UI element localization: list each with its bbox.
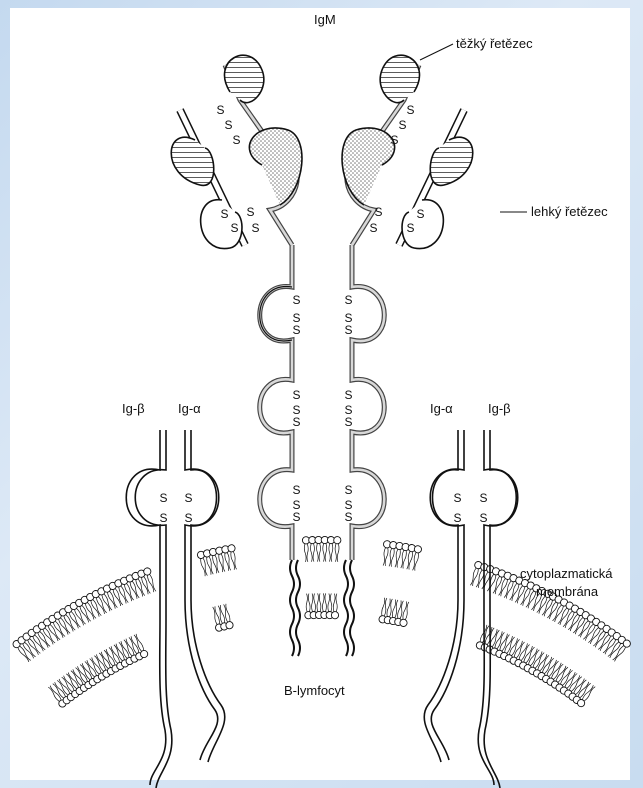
disulfide-s: S [293, 293, 301, 307]
lipid-outer [518, 581, 535, 607]
disulfide-s: S [370, 221, 378, 235]
disulfide-s: S [252, 221, 260, 235]
membrane-label-line1: cytoplazmatická [520, 566, 613, 581]
ig-beta-right [478, 430, 518, 788]
disulfide-s: S [293, 483, 301, 497]
heavy-chain-vh-left [224, 55, 263, 102]
lipid-outer [333, 536, 341, 561]
ig-alpha-left [185, 430, 225, 762]
disulfide-s: S [345, 510, 353, 524]
disulfide-s: S [160, 491, 168, 505]
disulfide-s: S [185, 491, 193, 505]
light-chain-label: lehký řetězec [531, 204, 608, 219]
disulfide-s: S [160, 511, 168, 525]
ig-alpha-right-label: Ig-α [430, 401, 453, 416]
disulfide-s: S [391, 133, 399, 147]
disulfide-s: S [293, 510, 301, 524]
disulfide-s: S [375, 205, 383, 219]
disulfide-s: S [407, 221, 415, 235]
ig-alpha-left-label: Ig-α [178, 401, 201, 416]
disulfide-s: S [225, 118, 233, 132]
disulfide-s: S [345, 483, 353, 497]
cell-label: B-lymfocyt [284, 683, 345, 698]
membrane-label-line2: membrána [536, 584, 599, 599]
disulfide-s: S [345, 293, 353, 307]
heavy-chain-label: těžký řetězec [456, 36, 533, 51]
disulfide-s: S [480, 511, 488, 525]
disulfide-s: S [454, 511, 462, 525]
disulfide-s: S [345, 323, 353, 337]
ig-beta-left-label: Ig-β [122, 401, 145, 416]
disulfide-s: S [185, 511, 193, 525]
disulfide-s: S [407, 103, 415, 117]
lipid-outer [468, 561, 483, 587]
igm-label: IgM [314, 12, 336, 27]
disulfide-s: S [221, 207, 229, 221]
disulfide-s: S [345, 388, 353, 402]
disulfide-s: S [293, 415, 301, 429]
disulfide-s: S [231, 221, 239, 235]
ig-alpha-right [424, 430, 464, 762]
disulfide-s: S [417, 207, 425, 221]
heavy-chain-pointer [420, 44, 453, 60]
heavy-chain-vh-right [380, 55, 419, 102]
ig-beta-left [126, 430, 172, 788]
disulfide-s: S [399, 118, 407, 132]
disulfide-s: S [293, 388, 301, 402]
ig-beta-right-label: Ig-β [488, 401, 511, 416]
disulfide-s: S [345, 415, 353, 429]
lipid-outer [143, 567, 159, 593]
lipid-inner [331, 594, 339, 619]
disulfide-s: S [454, 491, 462, 505]
disulfide-s: S [480, 491, 488, 505]
disulfide-s: S [247, 205, 255, 219]
disulfide-s: S [233, 133, 241, 147]
lipid-outer [513, 578, 530, 604]
disulfide-s: S [293, 323, 301, 337]
igm-transmembrane-tails [290, 560, 354, 656]
disulfide-s: S [217, 103, 225, 117]
